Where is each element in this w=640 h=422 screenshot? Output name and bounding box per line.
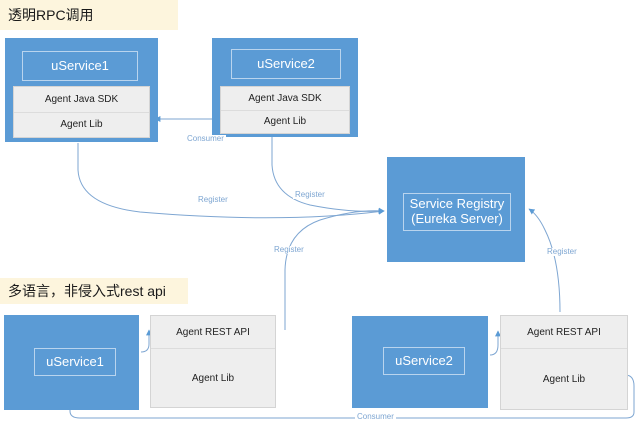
node-service-registry[interactable]: Service Registry (Eureka Server) bbox=[387, 157, 525, 262]
panel-top-uservice1-agent: Agent Java SDK Agent Lib bbox=[13, 86, 150, 138]
node-bottom-uservice2[interactable]: uService2 bbox=[352, 316, 488, 408]
row-bottom-agent-lib-1[interactable]: Agent Lib bbox=[151, 349, 275, 407]
node-bottom-uservice1-text: uService1 bbox=[46, 353, 104, 369]
node-bottom-uservice1-label: uService1 bbox=[34, 348, 116, 376]
node-top-uservice1-label: uService1 bbox=[22, 51, 138, 81]
edge-label-register-top-right-text: Register bbox=[295, 190, 325, 199]
row-agent-java-sdk-2[interactable]: Agent Java SDK bbox=[221, 87, 349, 111]
edge-bl-service-to-api bbox=[140, 329, 152, 353]
node-top-uservice2-text: uService2 bbox=[257, 55, 315, 71]
panel-bottom-uservice1-agent: Agent REST API Agent Lib bbox=[150, 315, 276, 408]
row-agent-java-sdk-1-text: Agent Java SDK bbox=[44, 93, 119, 105]
edge-register-top-right bbox=[271, 137, 385, 215]
edge-label-register-bottom-left: Register bbox=[272, 246, 306, 254]
panel-top-uservice2-agent: Agent Java SDK Agent Lib bbox=[220, 86, 350, 134]
node-top-uservice2-label: uService2 bbox=[231, 49, 341, 79]
edge-label-register-top-right: Register bbox=[293, 191, 327, 199]
edge-br-service-to-api bbox=[489, 330, 501, 356]
registry-line-2: (Eureka Server) bbox=[411, 211, 503, 226]
node-top-uservice1-text: uService1 bbox=[51, 57, 109, 73]
row-agent-rest-api-2-text: Agent REST API bbox=[527, 326, 601, 338]
row-bottom-agent-lib-2[interactable]: Agent Lib bbox=[501, 349, 627, 409]
edge-register-bottom-left bbox=[284, 207, 385, 330]
node-service-registry-label: Service Registry (Eureka Server) bbox=[403, 193, 511, 231]
node-bottom-uservice1[interactable]: uService1 bbox=[4, 315, 139, 410]
row-bottom-agent-lib-1-text: Agent Lib bbox=[191, 372, 235, 384]
edge-label-register-bottom-right: Register bbox=[545, 248, 579, 256]
banner-transparent-rpc: 透明RPC调用 bbox=[0, 0, 178, 30]
panel-bottom-uservice2-agent: Agent REST API Agent Lib bbox=[500, 315, 628, 410]
node-bottom-uservice2-text: uService2 bbox=[395, 352, 453, 368]
row-agent-lib-2[interactable]: Agent Lib bbox=[221, 111, 349, 134]
banner-transparent-rpc-text: 透明RPC调用 bbox=[8, 7, 94, 23]
row-agent-java-sdk-1[interactable]: Agent Java SDK bbox=[14, 87, 149, 113]
edge-label-register-bottom-right-text: Register bbox=[547, 247, 577, 256]
edge-register-bottom-right bbox=[528, 208, 561, 313]
edge-label-consumer-top-text: Consumer bbox=[187, 134, 224, 143]
banner-multilang-rest-text: 多语言，非侵入式rest api bbox=[8, 283, 166, 299]
row-bottom-agent-lib-2-text: Agent Lib bbox=[542, 373, 586, 385]
edge-register-top-left bbox=[77, 143, 385, 219]
row-agent-rest-api-1-text: Agent REST API bbox=[176, 326, 250, 338]
banner-multilang-rest: 多语言，非侵入式rest api bbox=[0, 278, 188, 304]
edge-label-register-top-left-text: Register bbox=[198, 195, 228, 204]
edge-label-consumer-bottom-text: Consumer bbox=[357, 412, 394, 421]
row-agent-lib-2-text: Agent Lib bbox=[263, 116, 307, 128]
edge-label-consumer-bottom: Consumer bbox=[355, 413, 396, 421]
row-agent-rest-api-2[interactable]: Agent REST API bbox=[501, 316, 627, 349]
edge-label-register-top-left: Register bbox=[196, 196, 230, 204]
node-bottom-uservice2-label: uService2 bbox=[383, 347, 465, 375]
row-agent-lib-1-text: Agent Lib bbox=[60, 119, 103, 131]
row-agent-rest-api-1[interactable]: Agent REST API bbox=[151, 316, 275, 349]
edge-label-register-bottom-left-text: Register bbox=[274, 245, 304, 254]
registry-line-1: Service Registry bbox=[409, 196, 505, 212]
row-agent-java-sdk-2-text: Agent Java SDK bbox=[248, 92, 322, 104]
edge-label-consumer-top: Consumer bbox=[185, 135, 226, 143]
row-agent-lib-1[interactable]: Agent Lib bbox=[14, 113, 149, 138]
